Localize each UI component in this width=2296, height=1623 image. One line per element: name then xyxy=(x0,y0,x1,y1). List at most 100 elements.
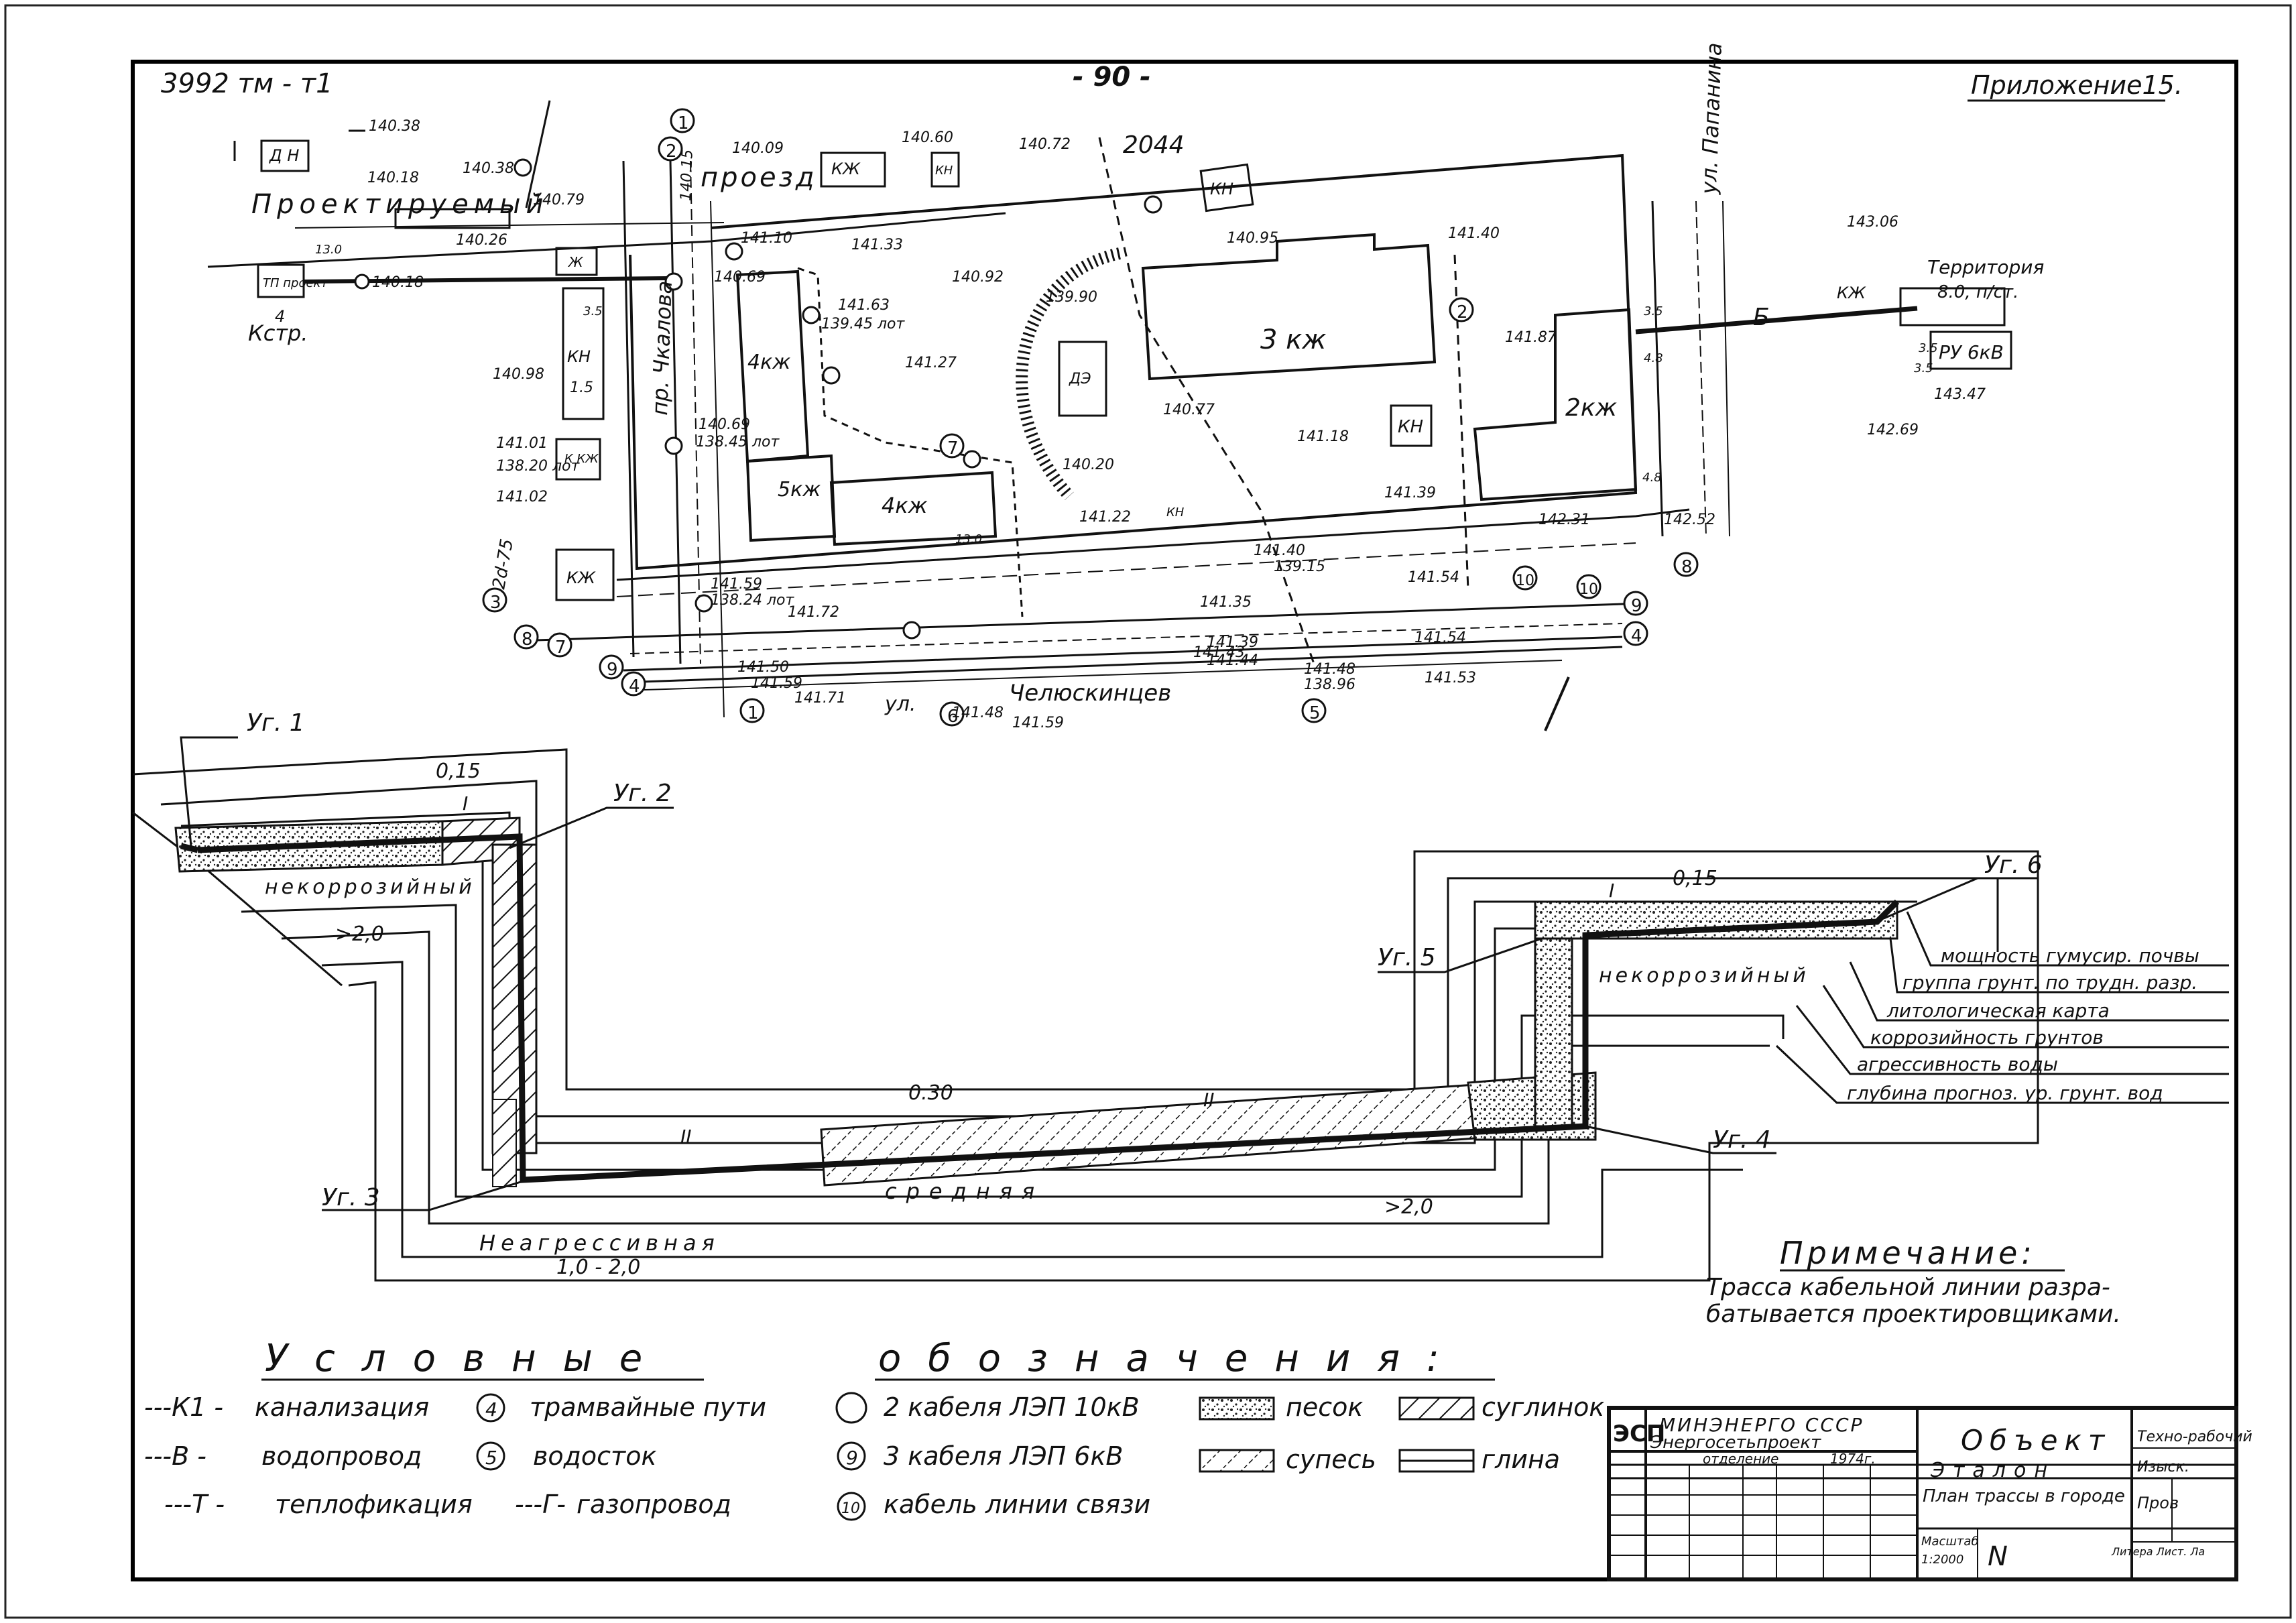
dim-5: 13.0 xyxy=(955,532,982,546)
legend-sym-4: 4 xyxy=(485,1398,497,1421)
legend-swatch-loam xyxy=(1398,1396,1475,1421)
elev: 138.96 xyxy=(1304,676,1355,693)
roman-2-right: II xyxy=(1203,1089,1215,1111)
block-de: ДЭ xyxy=(1069,371,1091,387)
layer-legend-2: группа грунт. по трудн. разр. xyxy=(1902,971,2197,994)
elev: 140.69 xyxy=(699,416,750,433)
right-street-1 xyxy=(1651,200,1664,537)
tb-object-label: Объект xyxy=(1961,1424,2111,1457)
kn-kzh-left xyxy=(555,438,601,481)
elev: 140.79 xyxy=(533,192,585,208)
layer-legend-6: глубина прогноз. ур. грунт. вод xyxy=(1847,1082,2163,1104)
legend-sym-k: ---К1 - xyxy=(144,1392,223,1422)
marker-7-b: 7 xyxy=(547,632,572,658)
elev: 140.38 xyxy=(369,118,420,135)
tb-sheet-mark: N xyxy=(1988,1541,2008,1572)
legend-text-sand: песок xyxy=(1286,1392,1363,1422)
elev: 140.26 xyxy=(456,232,507,249)
legend-circle-empty xyxy=(835,1392,867,1424)
street-right: ул. Папанина xyxy=(1696,42,1727,195)
well-mark xyxy=(963,450,981,469)
elev: 142.31 xyxy=(1538,512,1590,528)
marker-10-a: 10 xyxy=(1576,574,1602,599)
legend-text-3cable: 3 кабеля ЛЭП 6кВ xyxy=(884,1441,1124,1471)
legend-text-drain: водосток xyxy=(533,1441,656,1471)
svg-text:7: 7 xyxy=(947,438,959,459)
marker-8-b: 8 xyxy=(1673,552,1699,577)
corner-ug4: Уг. 4 xyxy=(1713,1126,1771,1154)
street-line-1 xyxy=(616,508,1690,581)
right-street-3 xyxy=(1722,200,1730,537)
dn-label: Д Н xyxy=(269,146,299,165)
legend-sym-t: ---Т - xyxy=(164,1490,225,1519)
marker-1-bottom: 1 xyxy=(739,698,765,723)
legend-leader-1 xyxy=(1906,911,2229,967)
street-bottom-b: Челюскинцев xyxy=(1009,680,1171,707)
marker-4-right: 4 xyxy=(1623,621,1648,646)
value-gt2-right: >2,0 xyxy=(1384,1195,1433,1219)
legend-text-sandy-loam: супесь xyxy=(1286,1445,1376,1474)
street-line-3 xyxy=(536,602,1643,642)
marker-2-right: 2 xyxy=(1449,297,1474,322)
svg-text:5: 5 xyxy=(1309,703,1321,723)
value-015-left: 0,15 xyxy=(436,760,481,783)
leader-ug2 xyxy=(509,806,674,849)
leader-ug3 xyxy=(322,1180,524,1211)
elev: 140.77 xyxy=(1163,402,1215,418)
svg-text:4: 4 xyxy=(1631,626,1642,646)
street-leader xyxy=(1544,676,1570,731)
block-kzh-3: КЖ xyxy=(566,568,596,587)
tb-izysk: Изыск. xyxy=(2137,1459,2189,1476)
dim-9: 2d-75 xyxy=(489,538,518,591)
marker-9-a: 9 xyxy=(599,654,624,680)
well-mark xyxy=(802,306,821,324)
elev: 140.20 xyxy=(1063,457,1114,473)
elev: 141.01 xyxy=(496,435,548,452)
marker-7-a: 7 xyxy=(939,433,965,459)
site-labels: Проектируемый проезд ул. Челюскинцев пр.… xyxy=(248,42,2044,716)
right-street-2 xyxy=(1695,200,1707,537)
title-block xyxy=(1607,1406,2238,1581)
dim-11: 3.5 xyxy=(1914,361,1933,375)
word-nonaggressive: Неагрессивная xyxy=(479,1230,720,1256)
street-line-6 xyxy=(623,646,1623,684)
dim-6: 4.8 xyxy=(1642,471,1662,485)
well-mark xyxy=(694,594,713,613)
tb-dept: отделение xyxy=(1703,1451,1779,1467)
kn-box-2 xyxy=(1390,404,1433,447)
zh-box xyxy=(555,247,598,276)
value-gt2-left: >2,0 xyxy=(335,922,384,946)
profile-diagram xyxy=(132,736,2229,1282)
elev: 140.95 xyxy=(1227,230,1278,247)
block-4kzh-a: 4кж xyxy=(747,351,790,374)
marker-8-a: 8 xyxy=(513,624,539,650)
sheet-code: 3992 тм - т1 xyxy=(161,68,333,99)
corner-ug5: Уг. 5 xyxy=(1378,944,1436,971)
elev: 141.43 xyxy=(1193,644,1245,661)
legend-text-sewer: канализация xyxy=(255,1392,429,1422)
roman-2-left: II xyxy=(680,1126,692,1148)
svg-text:8: 8 xyxy=(522,629,533,650)
left-street-1 xyxy=(622,160,635,658)
elev: 141.48 xyxy=(952,705,1004,721)
elev: 141.18 xyxy=(1297,428,1349,445)
elev: 138.20 лот xyxy=(496,458,580,475)
building-2kzh xyxy=(1473,308,1638,501)
legend-text-2cable: 2 кабеля ЛЭП 10кВ xyxy=(884,1392,1140,1422)
well-mark xyxy=(725,242,743,261)
appendix-label: Приложение15. xyxy=(1971,70,2183,100)
ru-label: РУ 6кВ xyxy=(1939,341,2004,363)
left-street-4 xyxy=(710,200,725,718)
well-mark xyxy=(902,621,921,640)
svg-text:1: 1 xyxy=(747,703,759,723)
elev: 141.50 xyxy=(737,659,789,676)
corridor-outline-5 xyxy=(241,904,1785,1198)
street-left: пр. Чкалова xyxy=(647,280,677,416)
legend: Условные обозначения: ---К1 - канализаци… xyxy=(144,1337,1604,1521)
marker-3: 3 xyxy=(482,587,507,613)
block-kn-3: КН xyxy=(1210,180,1233,198)
legend-text-gas: газопровод xyxy=(577,1490,731,1519)
street-line-2 xyxy=(616,542,1636,597)
legend-sym-9: 9 xyxy=(846,1447,858,1469)
